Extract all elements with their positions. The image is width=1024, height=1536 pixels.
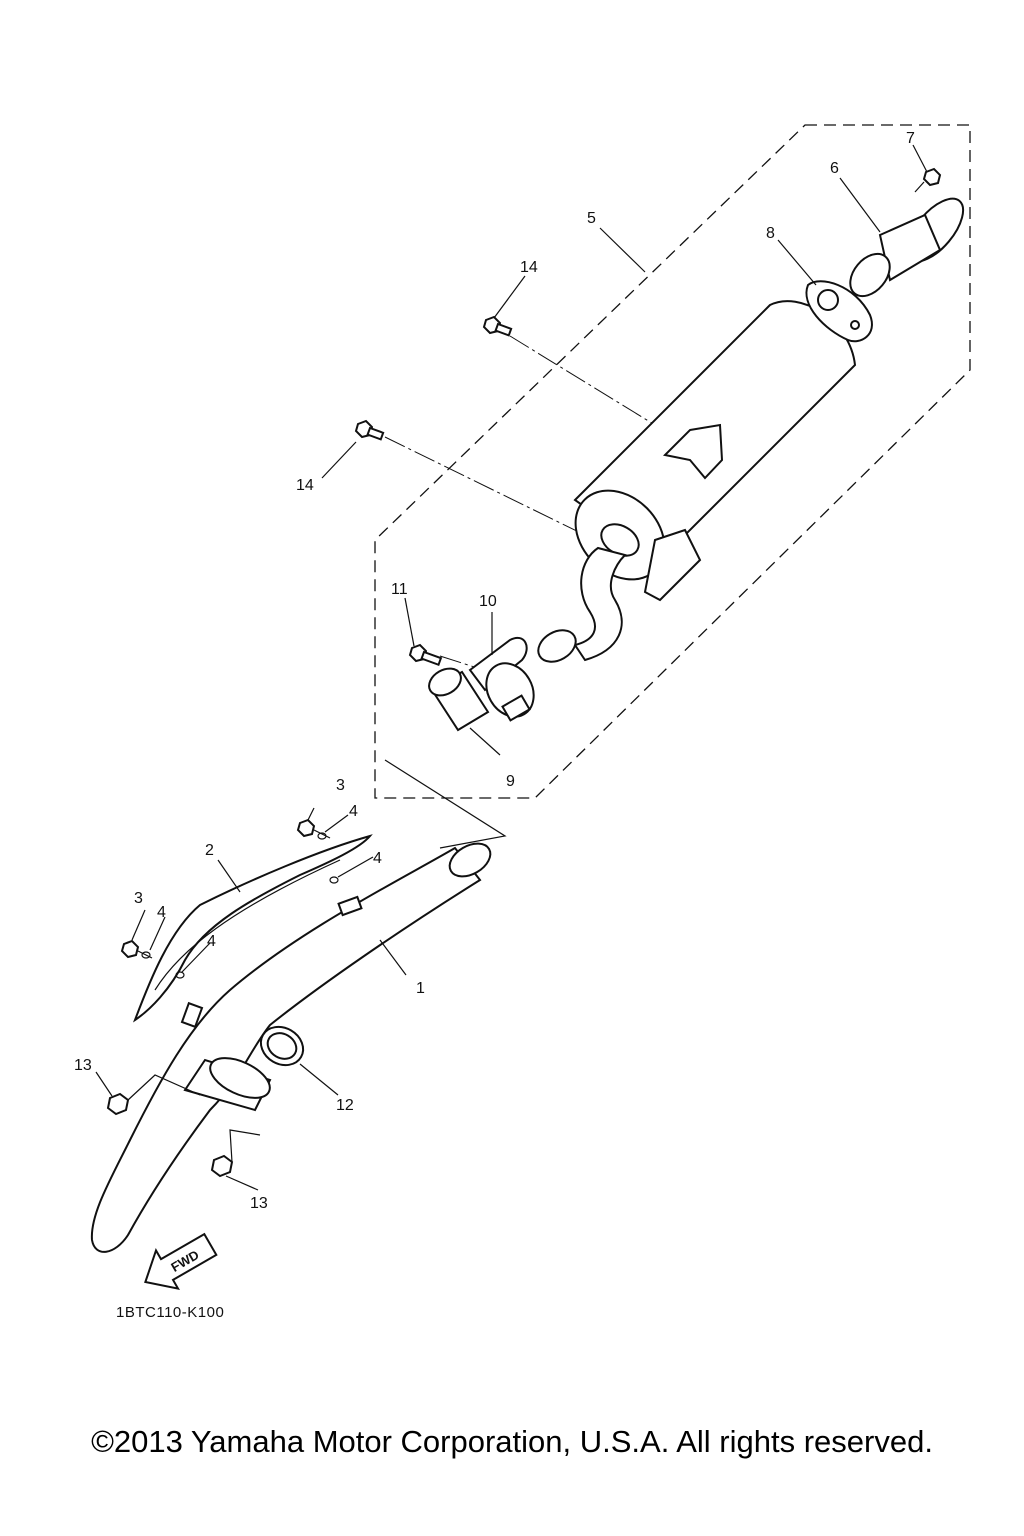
callout-1: 1 bbox=[416, 980, 425, 997]
callout-13: 13 bbox=[250, 1195, 268, 1212]
clamp-bolt bbox=[408, 643, 443, 667]
flange-nut-part bbox=[210, 1154, 234, 1178]
callout-6: 6 bbox=[830, 160, 839, 177]
muffler-bolt bbox=[482, 315, 513, 337]
washer-part bbox=[175, 971, 185, 979]
heat-protector-bolt bbox=[120, 939, 153, 959]
exhaust-pipe-part bbox=[90, 842, 492, 1253]
exhaust-clamp-part bbox=[468, 637, 535, 722]
exhaust-exploded-diagram: 1 2 3 3 4 4 4 4 5 6 7 8 9 10 11 12 13 13… bbox=[74, 124, 971, 1321]
callout-14: 14 bbox=[520, 259, 538, 276]
callout-12: 12 bbox=[336, 1097, 354, 1114]
callout-4: 4 bbox=[157, 904, 166, 921]
callout-2: 2 bbox=[205, 842, 214, 859]
callout-3: 3 bbox=[336, 777, 345, 794]
pipe-connection-bracket bbox=[384, 759, 507, 849]
callout-10: 10 bbox=[479, 593, 497, 610]
callout-8: 8 bbox=[766, 225, 775, 242]
muffler-part bbox=[573, 300, 857, 662]
diagram-code: 1BTC110-K100 bbox=[116, 1304, 224, 1321]
joint-sleeve-part bbox=[428, 667, 490, 732]
washer-part bbox=[329, 876, 339, 884]
callout-7: 7 bbox=[906, 130, 915, 147]
washer-part bbox=[317, 832, 327, 840]
forward-arrow-icon: FWD bbox=[144, 1232, 218, 1290]
callout-13: 13 bbox=[74, 1057, 92, 1074]
nut-leader bbox=[229, 1129, 261, 1163]
muffler-inlet-pipe-end bbox=[537, 629, 577, 663]
copyright-notice: ©2013 Yamaha Motor Corporation, U.S.A. A… bbox=[91, 1424, 933, 1459]
nut-leader bbox=[127, 1074, 201, 1101]
tail-pipe-gasket bbox=[805, 280, 873, 343]
callout-9: 9 bbox=[506, 773, 515, 790]
callout-11: 11 bbox=[391, 581, 408, 598]
tail-pipe-screw bbox=[914, 167, 942, 193]
washer-part bbox=[141, 951, 151, 959]
tail-pipe-part bbox=[849, 197, 965, 298]
muffler-bolt bbox=[354, 419, 385, 441]
heat-protector-bolt bbox=[296, 818, 331, 839]
callout-5: 5 bbox=[587, 210, 596, 227]
heat-protector-part bbox=[132, 834, 373, 1023]
callout-4: 4 bbox=[373, 850, 382, 867]
callout-4: 4 bbox=[349, 803, 358, 820]
gasket-ring-part bbox=[259, 1025, 305, 1067]
callout-4: 4 bbox=[207, 933, 216, 950]
callout-3: 3 bbox=[134, 890, 143, 907]
leader-lines bbox=[95, 144, 928, 1191]
flange-nut-part bbox=[106, 1092, 130, 1116]
bolt-axis-line bbox=[509, 335, 713, 461]
callout-14: 14 bbox=[296, 477, 314, 494]
